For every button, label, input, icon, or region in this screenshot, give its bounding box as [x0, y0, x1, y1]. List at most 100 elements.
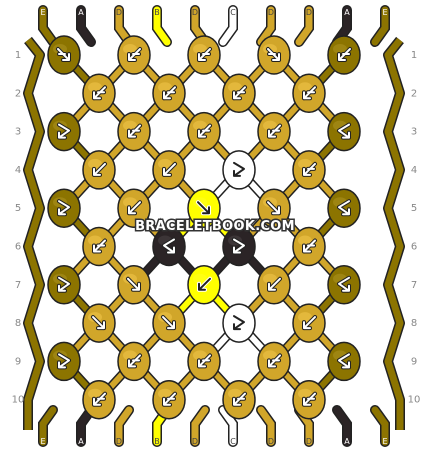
knot — [117, 265, 151, 305]
bottom-string-label: D — [306, 437, 312, 446]
bottom-string — [191, 406, 209, 446]
knot-arrow-icon — [127, 277, 140, 291]
knot — [222, 150, 256, 190]
knot-arrow-icon — [58, 276, 70, 292]
knot-arrow-icon — [93, 86, 106, 100]
knot-arrow-icon — [57, 48, 70, 61]
knot — [152, 303, 186, 343]
knot-arrow-icon — [198, 277, 211, 291]
knot — [327, 265, 361, 305]
knot-arrow-icon — [233, 392, 246, 406]
top-string-label: A — [344, 8, 350, 17]
knot — [47, 341, 81, 382]
knot-arrow-icon — [93, 392, 106, 406]
watermark: BRACELETBOOK.COM — [135, 219, 295, 234]
knot-arrow-icon — [233, 86, 246, 100]
row-number-left: 9 — [15, 356, 21, 367]
knot — [257, 265, 291, 305]
knot — [292, 150, 326, 190]
knot — [257, 35, 291, 75]
knot — [187, 35, 221, 75]
row-number-right: 10 — [408, 395, 421, 406]
bottom-string-label: D — [192, 437, 198, 446]
knot — [82, 150, 116, 190]
bottom-string-label: A — [344, 437, 350, 446]
top-string-label: E — [382, 8, 387, 17]
knot — [187, 265, 221, 305]
row-number-left: 2 — [15, 88, 21, 99]
knot — [292, 226, 326, 267]
row-number-left: 7 — [15, 280, 21, 291]
edge-string — [24, 37, 44, 430]
row-number-right: 7 — [411, 280, 417, 291]
bottom-string-label: E — [382, 437, 387, 446]
knot — [292, 73, 326, 114]
knot-arrow-icon — [303, 239, 316, 253]
row-number-left: 1 — [15, 50, 21, 61]
knot-arrow-icon — [198, 124, 211, 138]
row-number-right: 8 — [411, 318, 417, 329]
row-number-right: 9 — [411, 356, 417, 367]
knot-arrow-icon — [198, 354, 211, 368]
top-string-label: B — [154, 8, 160, 17]
top-string-label: D — [268, 8, 274, 17]
knot — [82, 379, 116, 420]
knot — [257, 188, 291, 228]
knot-arrow-icon — [58, 200, 70, 216]
knot-arrow-icon — [93, 239, 106, 253]
knot-arrow-icon — [128, 201, 141, 215]
knot-arrow-icon — [338, 353, 350, 369]
knot — [152, 379, 186, 420]
knot-arrow-icon — [58, 353, 70, 369]
row-number-right: 6 — [411, 242, 417, 253]
bottom-string — [77, 406, 95, 446]
edge-string — [384, 37, 404, 430]
knot — [117, 35, 151, 75]
top-string — [371, 6, 389, 46]
knot-arrow-icon — [128, 354, 141, 368]
top-string-label: E — [40, 8, 45, 17]
knot — [222, 226, 256, 267]
top-string — [115, 6, 133, 46]
knot-arrow-icon — [162, 316, 175, 330]
knot-arrow-icon — [58, 123, 70, 139]
knot-arrow-icon — [163, 162, 176, 176]
knot — [47, 265, 81, 305]
knot-arrow-icon — [128, 48, 141, 61]
knot — [82, 226, 116, 267]
knot-arrow-icon — [268, 124, 281, 138]
row-number-left: 3 — [15, 127, 21, 138]
bottom-string — [257, 406, 275, 446]
bottom-string — [371, 406, 389, 446]
knot-arrow-icon — [303, 392, 316, 406]
top-string — [153, 6, 171, 46]
knot — [327, 188, 361, 228]
knot — [257, 341, 291, 382]
bottom-string — [39, 406, 57, 446]
bottom-string — [115, 406, 133, 446]
knot — [152, 73, 186, 114]
knot — [82, 303, 116, 343]
knot-arrow-icon — [233, 315, 245, 331]
knot — [152, 226, 186, 267]
top-string-label: D — [306, 8, 312, 17]
knot — [187, 188, 221, 228]
knot — [327, 341, 361, 382]
bottom-string-label: E — [40, 437, 45, 446]
row-number-left: 4 — [15, 165, 21, 176]
knot-arrow-icon — [163, 86, 176, 100]
knot — [327, 35, 361, 75]
knot-arrow-icon — [338, 200, 350, 216]
knot-arrow-icon — [268, 277, 281, 291]
knot — [222, 303, 256, 343]
top-string-label: A — [78, 8, 84, 17]
knot-arrow-icon — [233, 238, 245, 254]
knot — [117, 111, 151, 152]
knot — [47, 111, 81, 152]
knot — [47, 35, 81, 75]
knot-arrow-icon — [197, 201, 210, 215]
top-string-label: C — [230, 8, 236, 17]
top-string — [39, 6, 57, 46]
